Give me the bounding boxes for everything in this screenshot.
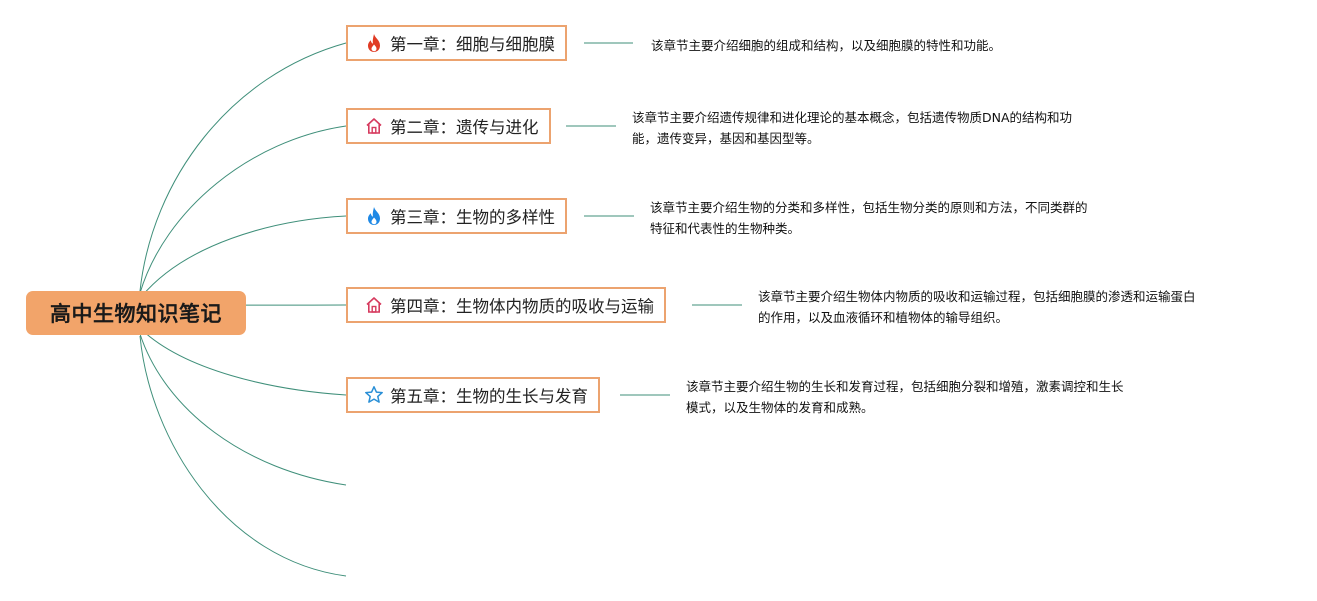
description-line: 能，遗传变异，基因和基因型等。 (632, 131, 820, 146)
chapter-label-2: 第二章：遗传与进化 (390, 118, 539, 137)
chapter-node-3[interactable]: 第三章：生物的多样性 (346, 198, 567, 234)
root-branch-connector-5 (141, 329, 347, 396)
description-line: 该章节主要介绍细胞的组成和结构，以及细胞膜的特性和功能。 (651, 38, 1002, 53)
chapter-label-3: 第三章：生物的多样性 (390, 208, 555, 227)
root-branch-connector-empty-1 (139, 333, 347, 486)
chapter-description-4: 该章节主要介绍生物体内物质的吸收和运输过程，包括细胞膜的渗透和运输蛋白 的作用，… (758, 286, 1196, 328)
description-line: 该章节主要介绍生物体内物质的吸收和运输过程，包括细胞膜的渗透和运输蛋白 (758, 289, 1196, 304)
chapter-description-2: 该章节主要介绍遗传规律和进化理论的基本概念，包括遗传物质DNA的结构和功 能，遗… (632, 107, 1072, 149)
chapter-description-1: 该章节主要介绍细胞的组成和结构，以及细胞膜的特性和功能。 (651, 35, 1001, 56)
chapter-description-3: 该章节主要介绍生物的分类和多样性，包括生物分类的原则和方法，不同类群的 特征和代… (650, 197, 1088, 239)
chapter-node-4[interactable]: 第四章：生物体内物质的吸收与运输 (346, 287, 666, 323)
root-branch-connector-2 (139, 125, 347, 294)
chapter-node-1[interactable]: 第一章：细胞与细胞膜 (346, 25, 567, 61)
description-line: 该章节主要介绍生物的分类和多样性，包括生物分类的原则和方法，不同类群的 (650, 200, 1088, 215)
root-branch-connector-3 (141, 215, 347, 297)
house-icon (364, 116, 384, 136)
description-line: 模式，以及生物体的发育和成熟。 (686, 400, 874, 415)
chapter-label-1: 第一章：细胞与细胞膜 (390, 35, 555, 54)
chapter-label-5: 第五章：生物的生长与发育 (390, 387, 588, 406)
house-icon (364, 295, 384, 315)
root-topic[interactable]: 高中生物知识笔记 (26, 291, 246, 335)
root-branch-connector-empty-2 (139, 335, 347, 577)
star-icon (364, 385, 384, 405)
chapter-label-4: 第四章：生物体内物质的吸收与运输 (390, 297, 654, 316)
chapter-node-5[interactable]: 第五章：生物的生长与发育 (346, 377, 600, 413)
fire-icon (364, 33, 384, 53)
description-line: 特征和代表性的生物种类。 (650, 221, 801, 236)
root-topic-label: 高中生物知识笔记 (50, 302, 222, 326)
water-drop-flame-icon (364, 206, 384, 226)
chapter-description-5: 该章节主要介绍生物的生长和发育过程，包括细胞分裂和增殖，激素调控和生长 模式，以… (686, 376, 1124, 418)
description-line: 的作用，以及血液循环和植物体的输导组织。 (758, 310, 1009, 325)
description-line: 该章节主要介绍生物的生长和发育过程，包括细胞分裂和增殖，激素调控和生长 (686, 379, 1124, 394)
description-line: 该章节主要介绍遗传规律和进化理论的基本概念，包括遗传物质DNA的结构和功 (632, 110, 1073, 125)
chapter-node-2[interactable]: 第二章：遗传与进化 (346, 108, 551, 144)
root-branch-connector-1 (139, 42, 347, 292)
